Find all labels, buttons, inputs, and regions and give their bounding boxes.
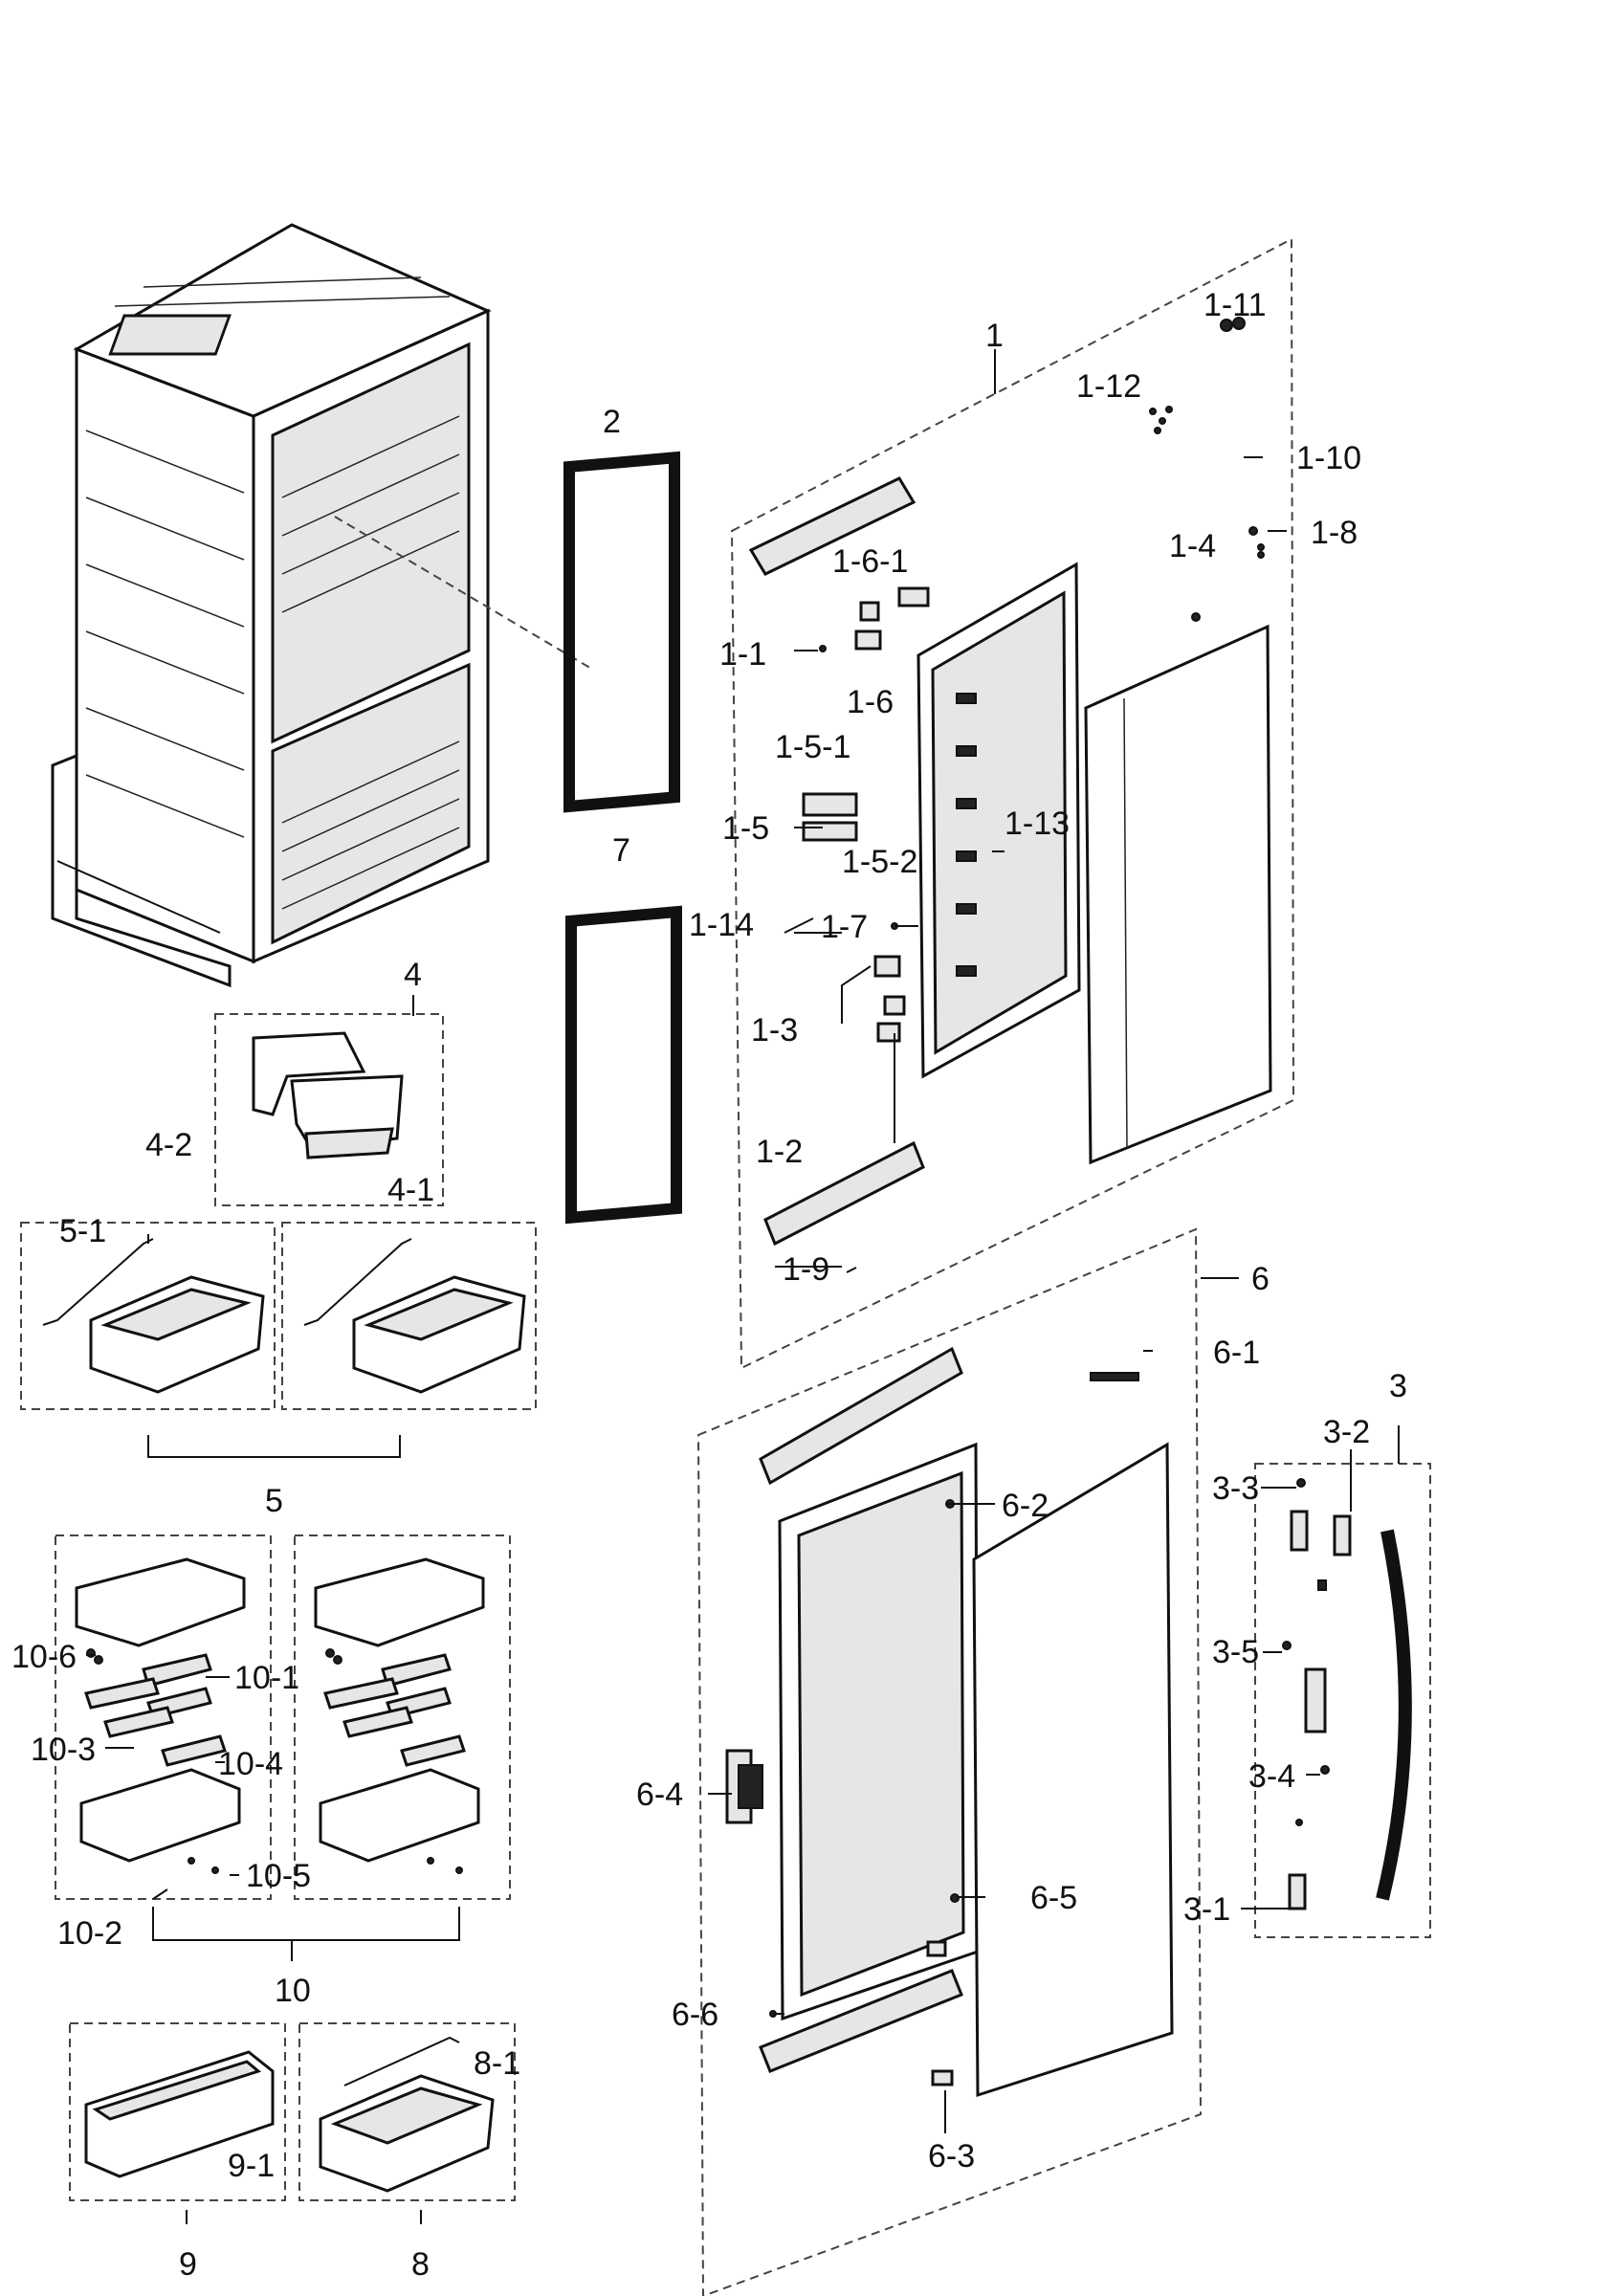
- label-10-5: 10-5: [246, 1858, 311, 1894]
- label-6-1: 6-1: [1213, 1335, 1260, 1371]
- label-10-4: 10-4: [218, 1746, 283, 1782]
- label-10-6: 10-6: [11, 1639, 77, 1675]
- callout-labels: 1 1-1 1-2 1-3 1-4 1-5 1-5-1 1-5-2 1-6 1-…: [11, 287, 1407, 2283]
- assembly-4-box: [214, 1013, 444, 1206]
- label-4: 4: [404, 957, 422, 993]
- door-gasket-2: [563, 451, 680, 813]
- label-9: 9: [179, 2246, 197, 2283]
- assembly-6-box: [696, 1227, 1203, 2296]
- label-6-6: 6-6: [672, 1997, 718, 2033]
- label-3-1: 3-1: [1183, 1891, 1230, 1928]
- leader-lines-3: [1241, 1449, 1352, 1910]
- handle-parts: [1282, 1478, 1412, 1910]
- label-5: 5: [265, 1483, 283, 1519]
- label-1-8: 1-8: [1311, 515, 1358, 551]
- label-3: 3: [1389, 1368, 1407, 1404]
- leader-lines-10: [86, 1654, 239, 1900]
- label-6-4: 6-4: [636, 1777, 683, 1813]
- assembly-10-left-box: [55, 1534, 272, 1900]
- label-1-12: 1-12: [1076, 368, 1141, 405]
- assembly-5-right-box: [281, 1222, 537, 1410]
- assembly-5-parts: [42, 1238, 526, 1394]
- label-8-1: 8-1: [474, 2045, 520, 2082]
- refrigerator-cabinet: [51, 223, 492, 988]
- assembly-1-box: [730, 237, 1295, 1370]
- label-1-5: 1-5: [722, 810, 769, 847]
- assembly-3-box: [1254, 1463, 1431, 1938]
- label-1-3: 1-3: [751, 1012, 798, 1049]
- label-3-4: 3-4: [1248, 1758, 1295, 1795]
- label-10: 10: [275, 1973, 311, 2009]
- label-1-1: 1-1: [719, 636, 766, 673]
- label-1: 1: [985, 318, 1004, 354]
- label-1-2: 1-2: [756, 1134, 803, 1170]
- label-1-6: 1-6: [847, 684, 894, 720]
- assembly-8-box: [298, 2022, 516, 2201]
- door-gasket-7: [565, 905, 682, 1225]
- alignment-line: [334, 516, 594, 671]
- label-4-2: 4-2: [145, 1127, 192, 1163]
- label-1-7: 1-7: [821, 909, 868, 945]
- label-1-5-1: 1-5-1: [775, 729, 850, 765]
- assembly-4-parts: [252, 1031, 404, 1159]
- leader-lines-6: [708, 1350, 1153, 2133]
- label-8: 8: [411, 2246, 430, 2283]
- label-9-1: 9-1: [228, 2148, 275, 2184]
- assembly-5-left-box: [20, 1222, 276, 1410]
- label-5-1: 5-1: [59, 1213, 106, 1249]
- label-1-13: 1-13: [1005, 806, 1070, 842]
- label-1-14: 1-14: [689, 907, 754, 943]
- label-3-3: 3-3: [1212, 1470, 1259, 1507]
- label-10-1: 10-1: [234, 1660, 299, 1696]
- label-1-11: 1-11: [1203, 287, 1267, 323]
- label-6: 6: [1251, 1261, 1270, 1297]
- assembly-9-box: [69, 2022, 286, 2201]
- lower-door-parts: [725, 1346, 1174, 2098]
- label-2: 2: [603, 404, 621, 440]
- label-1-10: 1-10: [1296, 440, 1361, 476]
- label-1-9: 1-9: [783, 1251, 829, 1288]
- assembly-10-right-box: [294, 1534, 511, 1900]
- label-1-5-2: 1-5-2: [842, 844, 917, 880]
- label-7: 7: [612, 832, 630, 869]
- assembly-10-parts: [75, 1557, 485, 1874]
- label-1-6-1: 1-6-1: [832, 543, 908, 580]
- label-4-1: 4-1: [387, 1172, 434, 1208]
- label-10-2: 10-2: [57, 1915, 122, 1952]
- label-10-3: 10-3: [31, 1732, 96, 1768]
- label-3-5: 3-5: [1212, 1634, 1259, 1670]
- upper-door-parts: [748, 317, 1272, 1273]
- leader-lines-1: [775, 456, 1287, 1268]
- label-6-2: 6-2: [1002, 1488, 1049, 1524]
- assembly-9-8-parts: [84, 2036, 495, 2193]
- label-6-3: 6-3: [928, 2138, 975, 2175]
- label-6-5: 6-5: [1030, 1880, 1077, 1916]
- label-1-4: 1-4: [1169, 528, 1216, 564]
- label-3-2: 3-2: [1323, 1414, 1370, 1450]
